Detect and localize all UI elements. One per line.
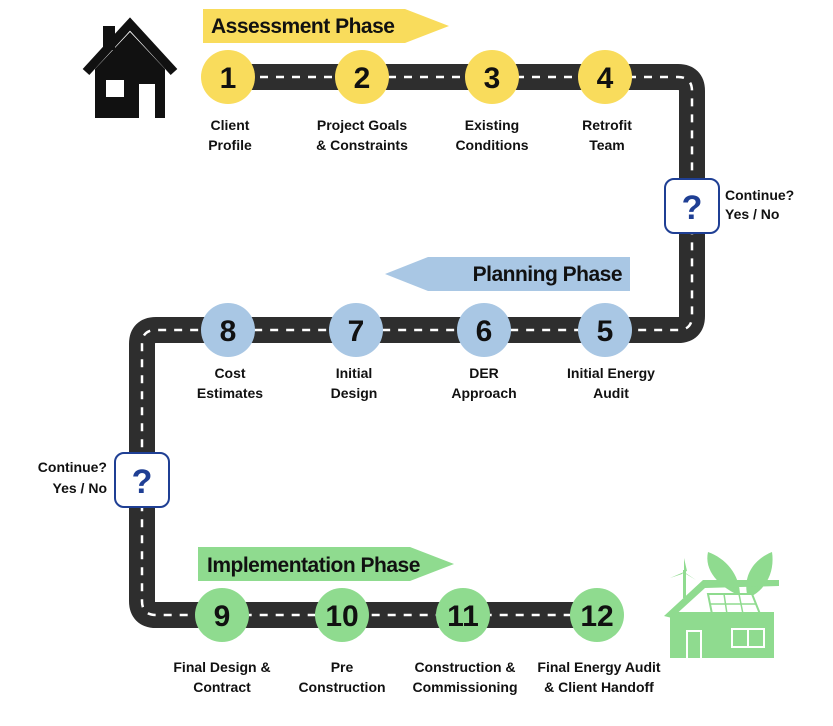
step-number: 1: [220, 62, 237, 95]
step-label: Commissioning: [412, 679, 517, 695]
decision-label: Continue?: [38, 459, 107, 475]
phase-banner-planning: Planning Phase: [385, 257, 630, 291]
phase-banner-assessment: Assessment Phase: [203, 9, 449, 43]
step-label: Pre: [331, 659, 354, 675]
step-node-4: 4 Retrofit Team: [578, 50, 632, 153]
phase-banner-implementation: Implementation Phase: [198, 547, 454, 581]
step-node-3: 3 Existing Conditions: [455, 50, 529, 153]
step-number: 12: [580, 600, 613, 633]
step-label: Construction: [298, 679, 385, 695]
step-label: Conditions: [455, 137, 528, 153]
question-icon: ?: [132, 463, 153, 501]
decision-point-1: ? Continue? Yes / No: [664, 178, 794, 234]
step-label: Retrofit: [582, 117, 632, 133]
step-node-11: 11 Construction & Commissioning: [412, 588, 518, 695]
house-icon: [82, 17, 178, 118]
step-node-12: 12 Final Energy Audit & Client Handoff: [537, 588, 661, 695]
step-label: Approach: [451, 385, 516, 401]
step-number: 4: [597, 62, 614, 95]
step-label: & Client Handoff: [544, 679, 654, 695]
step-label: Initial: [336, 365, 373, 381]
step-label: Final Design &: [173, 659, 270, 675]
step-label: Audit: [593, 385, 629, 401]
step-label: Profile: [208, 137, 252, 153]
step-number: 8: [220, 315, 237, 348]
step-label: Team: [589, 137, 625, 153]
step-number: 3: [484, 62, 501, 95]
step-node-5: 5 Initial Energy Audit: [567, 303, 655, 401]
step-node-6: 6 DER Approach: [451, 303, 517, 401]
step-number: 2: [354, 62, 371, 95]
step-label: Final Energy Audit: [537, 659, 660, 675]
step-label: Design: [331, 385, 378, 401]
green-house-solar-wind-icon: [664, 552, 779, 658]
step-label: & Constraints: [316, 137, 408, 153]
decision-label: Yes / No: [53, 480, 107, 496]
step-label: Contract: [193, 679, 251, 695]
decision-label: Continue?: [725, 187, 794, 203]
step-label: Existing: [465, 117, 519, 133]
step-label: Client: [211, 117, 250, 133]
step-number: 11: [447, 600, 479, 633]
step-node-2: 2 Project Goals & Constraints: [316, 50, 408, 153]
step-label: Initial Energy: [567, 365, 655, 381]
step-number: 6: [476, 315, 493, 348]
decision-point-2: ? Continue? Yes / No: [38, 452, 170, 508]
step-node-10: 10 Pre Construction: [298, 588, 386, 695]
step-label: DER: [469, 365, 499, 381]
step-node-8: 8 Cost Estimates: [197, 303, 263, 401]
step-label: Estimates: [197, 385, 263, 401]
phase-label: Planning Phase: [473, 263, 622, 286]
phase-label: Implementation Phase: [207, 554, 420, 577]
step-number: 9: [214, 600, 231, 633]
step-number: 7: [348, 315, 365, 348]
step-label: Project Goals: [317, 117, 407, 133]
question-icon: ?: [682, 189, 703, 227]
step-label: Construction &: [414, 659, 515, 675]
step-node-7: 7 Initial Design: [329, 303, 383, 401]
road-path: [129, 64, 705, 628]
step-node-9: 9 Final Design & Contract: [173, 588, 271, 695]
step-number: 5: [597, 315, 614, 348]
phase-label: Assessment Phase: [211, 15, 394, 38]
step-number: 10: [325, 600, 358, 633]
decision-label: Yes / No: [725, 206, 779, 222]
step-node-1: 1 Client Profile: [201, 50, 255, 153]
step-label: Cost: [214, 365, 245, 381]
